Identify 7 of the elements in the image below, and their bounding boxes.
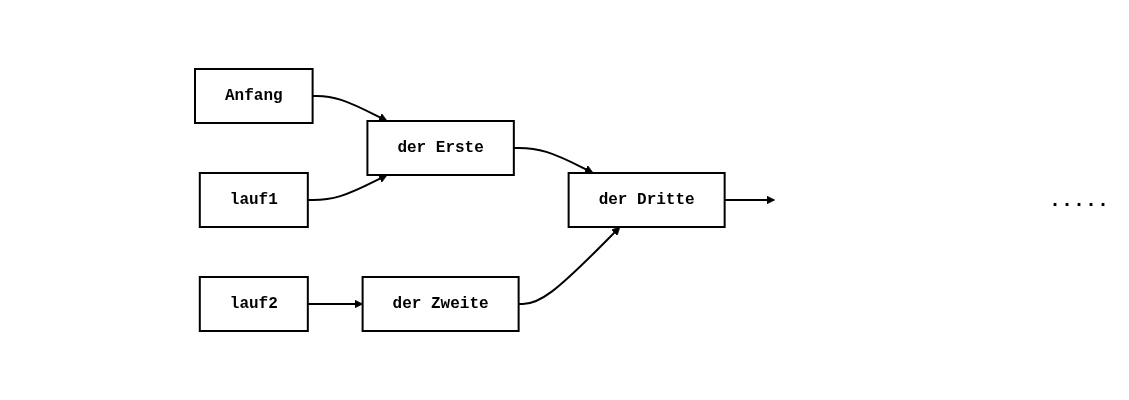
node-box: lauf2 bbox=[198, 276, 309, 332]
node-box: der Dritte bbox=[567, 172, 726, 228]
node-box: lauf1 bbox=[198, 172, 309, 228]
ellipsis-text: ..... bbox=[1049, 188, 1109, 212]
node-box: der Erste bbox=[366, 120, 515, 176]
node-box: Anfang bbox=[193, 68, 314, 124]
node-box: der Zweite bbox=[361, 276, 520, 332]
